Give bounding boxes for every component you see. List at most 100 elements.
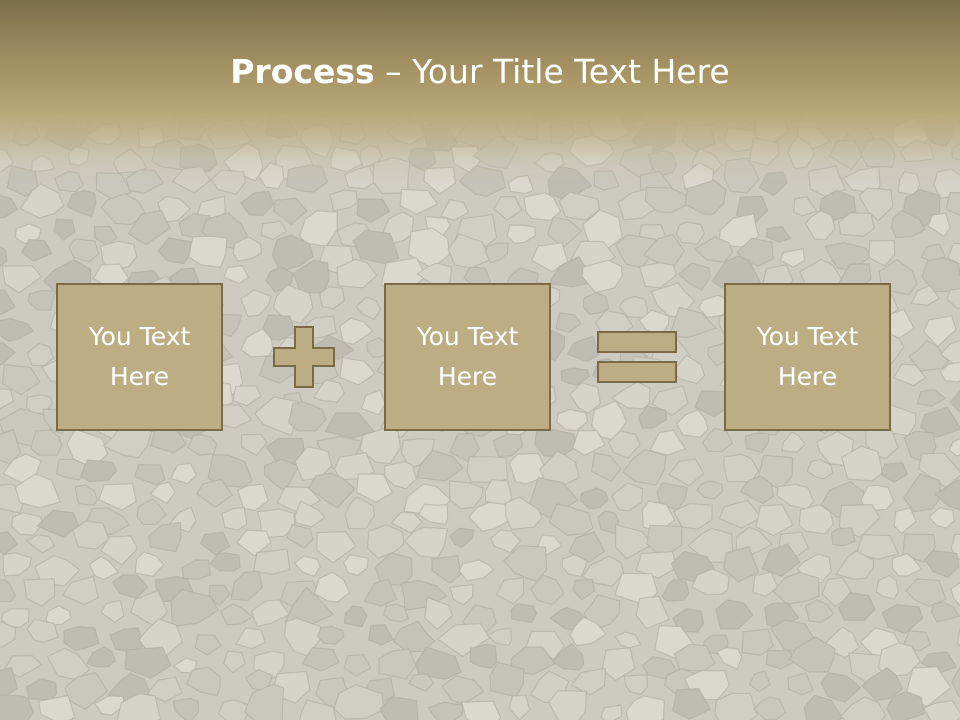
gravel-stone bbox=[484, 242, 509, 264]
gravel-stone bbox=[927, 212, 951, 238]
gravel-stone bbox=[448, 480, 484, 510]
gravel-stone bbox=[529, 574, 565, 606]
gravel-stone bbox=[0, 608, 30, 629]
gravel-stone bbox=[195, 478, 234, 508]
gravel-stone bbox=[324, 412, 376, 439]
gravel-stone bbox=[181, 559, 212, 580]
gravel-stone bbox=[37, 694, 76, 720]
gravel-stone bbox=[79, 459, 118, 483]
gravel-stone bbox=[243, 683, 285, 720]
gravel-stone bbox=[861, 667, 904, 702]
gravel-stone bbox=[362, 677, 395, 703]
gravel-stone bbox=[560, 367, 591, 387]
gravel-stone bbox=[641, 656, 679, 680]
process-box-2[interactable]: You Text Here bbox=[384, 283, 551, 431]
gravel-stone bbox=[558, 191, 601, 221]
gravel-stone bbox=[313, 571, 351, 603]
gravel-stone bbox=[946, 288, 960, 310]
gravel-stone bbox=[668, 458, 705, 487]
gravel-stone bbox=[356, 473, 393, 503]
gravel-stone bbox=[761, 543, 801, 578]
gravel-stone bbox=[136, 497, 168, 526]
gravel-stone bbox=[399, 188, 439, 215]
gravel-stone bbox=[548, 503, 594, 536]
gravel-stone bbox=[45, 605, 72, 626]
gravel-stone bbox=[194, 634, 222, 656]
gravel-stone bbox=[27, 289, 57, 311]
gravel-stone bbox=[400, 579, 448, 611]
slide-title: Process – Your Title Text Here bbox=[0, 52, 960, 91]
process-box-3[interactable]: You Text Here bbox=[724, 283, 891, 431]
gravel-stone bbox=[875, 574, 899, 600]
gravel-stone bbox=[86, 646, 117, 668]
process-box-1-label: You Text Here bbox=[88, 322, 191, 391]
gravel-stone bbox=[930, 601, 960, 623]
gravel-stone bbox=[0, 620, 17, 648]
gravel-stone bbox=[798, 504, 834, 535]
gravel-stone bbox=[185, 666, 221, 697]
gravel-stone bbox=[956, 627, 960, 648]
gravel-stone bbox=[88, 555, 120, 581]
gravel-stone bbox=[100, 599, 125, 623]
gravel-stone bbox=[691, 568, 730, 595]
gravel-stone bbox=[890, 209, 927, 239]
gravel-stone bbox=[651, 384, 689, 417]
gravel-stone bbox=[294, 500, 326, 528]
gravel-stone bbox=[939, 361, 960, 383]
gravel-stone bbox=[344, 496, 376, 530]
gravel-stone bbox=[779, 247, 806, 268]
gravel-stone bbox=[416, 449, 464, 482]
gravel-stone bbox=[877, 642, 921, 678]
gravel-stone bbox=[531, 242, 569, 273]
gravel-stone bbox=[548, 255, 595, 288]
gravel-stone bbox=[546, 216, 583, 249]
gravel-stone bbox=[608, 430, 641, 459]
gravel-stone bbox=[716, 647, 743, 670]
gravel-stone bbox=[283, 617, 323, 657]
gravel-stone bbox=[910, 284, 941, 306]
gravel-stone bbox=[260, 220, 288, 240]
gravel-stone bbox=[68, 238, 100, 263]
gravel-stone bbox=[635, 550, 678, 579]
gravel-stone bbox=[561, 554, 588, 578]
gravel-stone bbox=[493, 195, 523, 221]
gravel-stone bbox=[722, 546, 760, 583]
gravel-stone bbox=[868, 239, 896, 267]
gravel-stone bbox=[170, 588, 220, 628]
gravel-stone bbox=[360, 389, 386, 416]
gravel-stone bbox=[676, 408, 709, 438]
gravel-stone bbox=[611, 482, 644, 512]
gravel-stone bbox=[581, 259, 623, 294]
gravel-stone bbox=[449, 583, 474, 606]
gravel-stone bbox=[14, 473, 61, 509]
gravel-stone bbox=[133, 464, 166, 486]
gravel-stone bbox=[0, 317, 34, 342]
gravel-stone bbox=[672, 687, 712, 720]
gravel-stone bbox=[684, 179, 727, 216]
gravel-stone bbox=[383, 460, 417, 490]
gravel-stone bbox=[55, 458, 87, 481]
gravel-stone bbox=[579, 487, 609, 510]
gravel-stone bbox=[271, 234, 315, 273]
gravel-stone bbox=[835, 550, 875, 580]
gravel-stone bbox=[582, 292, 610, 315]
gravel-stone bbox=[772, 571, 820, 605]
gravel-stone bbox=[0, 694, 35, 720]
process-box-1[interactable]: You Text Here bbox=[56, 283, 223, 431]
gravel-stone bbox=[343, 605, 368, 628]
gravel-stone bbox=[649, 429, 687, 456]
gravel-stone bbox=[908, 339, 950, 372]
process-box-2-label: You Text Here bbox=[416, 322, 519, 391]
gravel-stone bbox=[490, 529, 522, 554]
gravel-stone bbox=[148, 521, 182, 553]
gravel-stone bbox=[19, 183, 65, 219]
gravel-stone bbox=[951, 665, 960, 698]
gravel-stone bbox=[100, 192, 147, 226]
gravel-stone bbox=[468, 501, 510, 532]
gravel-stone bbox=[503, 545, 548, 583]
gravel-stone bbox=[755, 504, 794, 537]
gravel-stone bbox=[378, 648, 417, 680]
gravel-stone bbox=[840, 696, 887, 720]
gravel-stone bbox=[787, 672, 814, 696]
